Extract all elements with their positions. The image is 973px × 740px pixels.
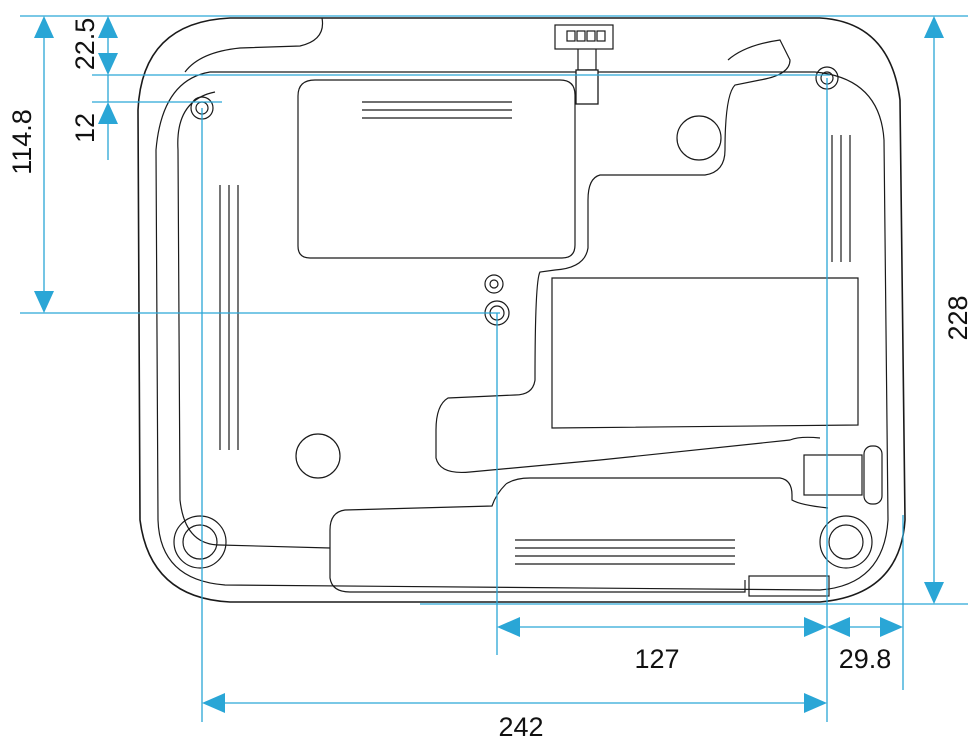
dim-label-127: 127 (634, 644, 679, 674)
top-cover-vents (362, 101, 512, 119)
security-slot (863, 445, 883, 505)
lower-panel-2 (329, 483, 746, 593)
dim-label-12: 12 (70, 113, 100, 143)
lower-panel (505, 477, 829, 509)
round-pad-upper (676, 115, 722, 161)
right-vent-slots (831, 135, 851, 262)
connector-pins (566, 30, 606, 42)
dim-label-29-8: 29.8 (839, 644, 892, 674)
connector-tab (575, 69, 599, 105)
connector-stem (577, 49, 597, 71)
security-slot-frame (803, 454, 863, 496)
lamp-cover-panel (551, 277, 859, 429)
inner-rim-2 (177, 91, 331, 549)
front-left-foot (173, 515, 227, 569)
inner-rim (155, 71, 889, 591)
lower-panel-vents (515, 539, 735, 565)
top-connector (554, 24, 614, 50)
center-raised-region (435, 39, 821, 474)
dim-label-22-5: 22.5 (70, 18, 100, 71)
round-pad-lower (295, 433, 341, 479)
dim-label-114-8: 114.8 (7, 109, 37, 175)
projector-body (137, 17, 906, 603)
rear-right-foot (819, 515, 873, 569)
outer-shell (137, 17, 906, 603)
cable-notch (184, 17, 324, 73)
dimension-lines (20, 15, 968, 722)
dim-label-228: 228 (943, 295, 973, 340)
dim-label-242: 242 (498, 712, 543, 740)
small-latch (748, 575, 830, 597)
top-cover-panel (297, 79, 576, 259)
left-vent-slots (219, 185, 239, 450)
